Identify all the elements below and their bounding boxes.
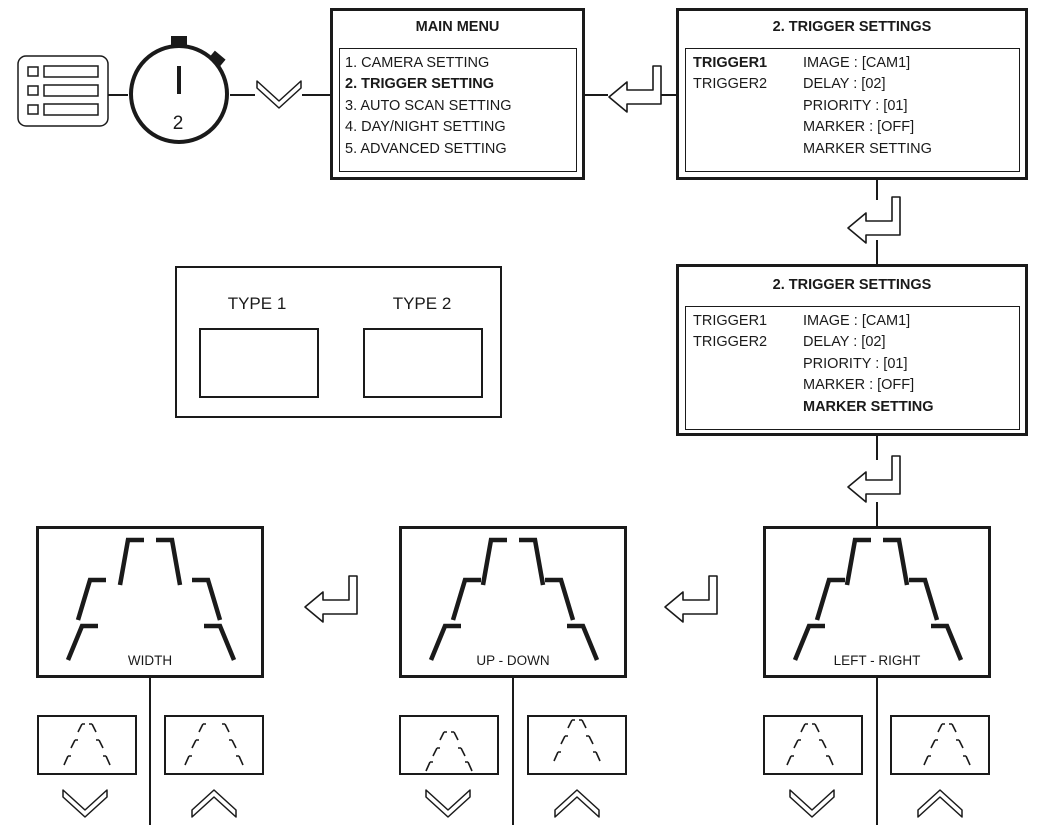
width-screen: WIDTH: [36, 526, 264, 678]
chevron-up-icon: [917, 789, 963, 818]
option-priority[interactable]: PRIORITY : [01]: [803, 98, 908, 114]
menu-item-trigger[interactable]: 2. TRIGGER SETTING: [345, 76, 495, 92]
leftright-label: LEFT - RIGHT: [833, 653, 921, 668]
menu-item-advanced[interactable]: 5. ADVANCED SETTING: [345, 141, 507, 157]
leftright-screen: LEFT - RIGHT: [763, 526, 991, 678]
trigger-settings-panel-1: 2. TRIGGER SETTINGS TRIGGER1 TRIGGER2 IM…: [676, 8, 1028, 180]
trigger2-item[interactable]: TRIGGER2: [693, 334, 768, 350]
marker-type-panel: TYPE 1 TYPE 2: [175, 266, 502, 418]
enter-arrow-icon: [847, 196, 901, 244]
option-marker-setting[interactable]: MARKER SETTING: [803, 141, 932, 157]
menu-item-daynight[interactable]: 4. DAY/NIGHT SETTING: [345, 119, 506, 135]
trigger-settings-panel-2: 2. TRIGGER SETTINGS TRIGGER1 TRIGGER2 IM…: [676, 264, 1028, 436]
updown-screen: UP - DOWN: [399, 526, 627, 678]
preview-markers: [63, 719, 971, 772]
enter-arrow-icon: [608, 65, 662, 113]
updown-label: UP - DOWN: [476, 653, 550, 668]
type1-option[interactable]: [199, 328, 319, 398]
leftright-screen-markers: [792, 537, 964, 661]
trigger1-item[interactable]: TRIGGER1: [693, 313, 768, 329]
option-marker[interactable]: MARKER : [OFF]: [803, 119, 915, 135]
trigger-settings-title: 2. TRIGGER SETTINGS: [772, 19, 932, 35]
option-marker[interactable]: MARKER : [OFF]: [803, 377, 915, 393]
stopwatch-icon: [129, 36, 229, 144]
option-delay[interactable]: DELAY : [02]: [803, 334, 886, 350]
option-priority[interactable]: PRIORITY : [01]: [803, 356, 908, 372]
option-image[interactable]: IMAGE : [CAM1]: [803, 55, 911, 71]
width-screen-markers: [65, 537, 237, 661]
enter-arrow-icon: [847, 455, 901, 503]
trigger1-item[interactable]: TRIGGER1: [693, 55, 768, 71]
option-image[interactable]: IMAGE : [CAM1]: [803, 313, 911, 329]
timer-value: 2: [172, 113, 184, 134]
preview-boxes: [37, 715, 990, 775]
main-menu-panel: MAIN MENU 1. CAMERA SETTING 2. TRIGGER S…: [330, 8, 585, 180]
chevron-down-icon: [62, 789, 108, 818]
chevron-down-icon: [789, 789, 835, 818]
updown-screen-markers: [428, 537, 600, 661]
connector-lines: [108, 94, 878, 825]
enter-arrow-icon: [664, 575, 718, 623]
menu-item-autoscan[interactable]: 3. AUTO SCAN SETTING: [345, 98, 512, 114]
chevron-up-icon: [191, 789, 237, 818]
type2-option[interactable]: [363, 328, 483, 398]
trigger2-item[interactable]: TRIGGER2: [693, 76, 768, 92]
chevron-down-icon: [425, 789, 471, 818]
type1-label: TYPE 1: [227, 294, 287, 313]
trigger-settings-title: 2. TRIGGER SETTINGS: [772, 277, 932, 293]
menu-item-camera[interactable]: 1. CAMERA SETTING: [345, 55, 490, 71]
main-menu-title: MAIN MENU: [415, 19, 500, 35]
chevron-up-icon: [554, 789, 600, 818]
option-marker-setting[interactable]: MARKER SETTING: [803, 399, 934, 415]
width-label: WIDTH: [127, 653, 173, 668]
type2-label: TYPE 2: [392, 294, 452, 313]
chevron-down-icon: [256, 80, 302, 109]
enter-arrow-icon: [304, 575, 358, 623]
option-delay[interactable]: DELAY : [02]: [803, 76, 886, 92]
menu-list-icon: [17, 55, 109, 127]
